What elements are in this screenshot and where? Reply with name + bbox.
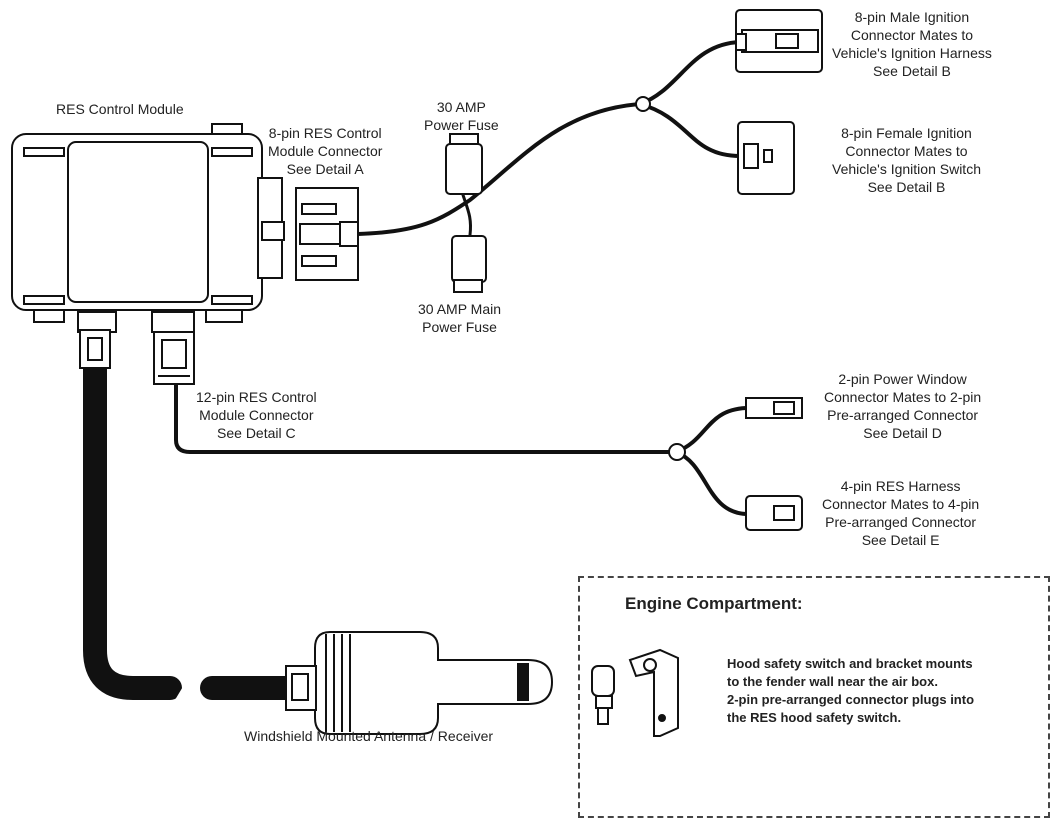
label-line: Vehicle's Ignition Switch [832,161,981,177]
text-line: 2-pin pre-arranged connector plugs into [727,692,975,707]
text-line: Hood safety switch and bracket mounts [727,656,973,671]
label-line: Power Fuse [422,319,497,335]
res-harness-4pin-connector [745,495,803,531]
ignition-junction [635,96,651,112]
text-line: to the fender wall near the air box. [727,674,938,689]
label-line: Connector Mates to 4-pin [822,496,980,512]
label-line: Connector Mates to 2-pin [824,389,982,405]
label-line: See Detail B [873,63,951,79]
engine-compartment-text: Hood safety switch and bracket mounts to… [727,655,974,727]
antenna-module-connector [79,329,111,369]
label-line: 30 AMP Main [418,301,502,317]
label-line: Connector Mates to [845,143,968,159]
module-title: RES Control Module [56,101,184,117]
res-control-module-label: RES Control Module [56,100,184,118]
male-ignition-label: 8-pin Male Ignition Connector Mates to V… [832,8,992,80]
label-line: Vehicle's Ignition Harness [832,45,992,61]
label-line: Module Connector [268,143,383,159]
main-power-fuse [451,235,487,293]
label-line: See Detail A [286,161,364,177]
label-line: See Detail C [217,425,296,441]
label-line: See Detail D [863,425,942,441]
label-line: 4-pin RES Harness [840,478,961,494]
label-line: 8-pin RES Control [268,125,382,141]
label-line: Pre-arranged Connector [827,407,979,423]
label-line: 8-pin Female Ignition [841,125,972,141]
label-line: 8-pin Male Ignition [854,9,970,25]
female-ignition-label: 8-pin Female Ignition Connector Mates to… [832,124,981,196]
antenna-cable [83,350,182,700]
label-line: 12-pin RES Control [196,389,317,405]
res-8pin-connector [295,187,359,281]
res-12pin-connector [153,331,195,385]
female-ignition-connector [737,121,795,195]
power-window-label: 2-pin Power Window Connector Mates to 2-… [824,370,981,442]
ignition-harness [356,102,642,236]
label-line: Windshield Mounted Antenna / Receiver [244,728,494,744]
hood-safety-switch [591,665,615,725]
male-ignition-connector [735,9,823,73]
power-window-connector [745,397,803,419]
harness-junction [668,443,686,461]
engine-compartment-box [578,576,1050,818]
label-line: 30 AMP [436,99,486,115]
antenna-receiver [285,631,554,735]
res-8pin-connector-label: 8-pin RES Control Module Connector See D… [268,124,382,178]
label-line: 2-pin Power Window [838,371,967,387]
label-line: Module Connector [199,407,314,423]
power-fuse-label: 30 AMP Power Fuse [424,98,499,134]
power-fuse [445,133,483,195]
label-line: Power Fuse [424,117,499,133]
res-12pin-connector-label: 12-pin RES Control Module Connector See … [196,388,317,442]
main-power-fuse-label: 30 AMP Main Power Fuse [418,300,501,336]
res-harness-label: 4-pin RES Harness Connector Mates to 4-p… [822,477,979,549]
label-line: Pre-arranged Connector [825,514,977,530]
text-line: the RES hood safety switch. [727,710,902,725]
label-line: See Detail E [861,532,940,548]
engine-compartment-title: Engine Compartment: [625,594,803,613]
antenna-label: Windshield Mounted Antenna / Receiver [244,727,493,745]
label-line: Connector Mates to [850,27,974,43]
fuse-wire [461,193,472,237]
res-control-module [11,123,285,333]
label-line: See Detail B [867,179,946,195]
res-harness [174,382,678,454]
hood-switch-bracket [628,648,679,737]
